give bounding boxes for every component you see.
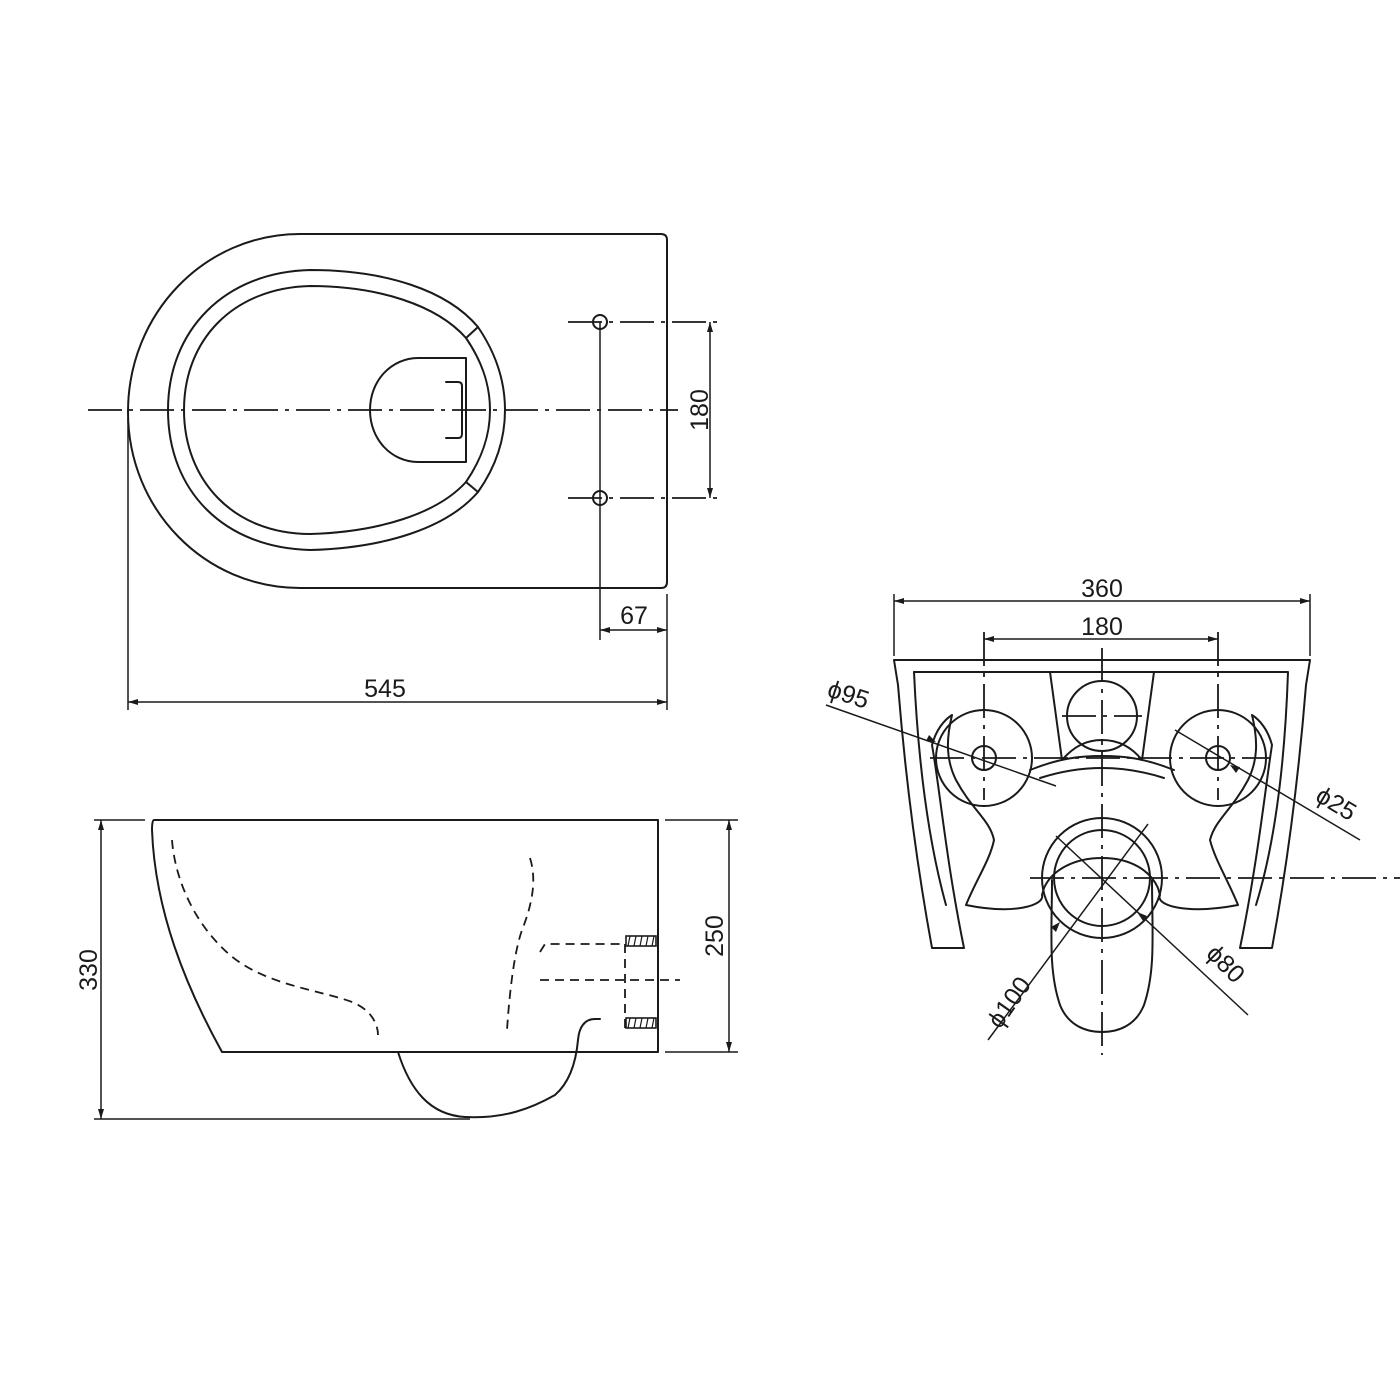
dim-d25-leader <box>1174 729 1361 841</box>
top-view: 180 67 545 <box>88 233 718 710</box>
dim-d80-leader <box>1055 835 1249 1016</box>
dim-d95-leader <box>825 704 1057 787</box>
dim-360-label: 360 <box>1081 575 1123 603</box>
dim-d80-arrow <box>1137 912 1147 921</box>
rear-view: 360 180 ϕ95 ϕ25 ϕ100 ϕ80 <box>824 575 1400 1055</box>
side-view-fixing-bolt-upper <box>625 935 657 947</box>
dim-d100-arrow <box>1051 922 1060 932</box>
dim-d100-leader <box>987 823 1149 1041</box>
rear-view-inner-wall-left <box>913 671 947 906</box>
top-view-rim-end <box>465 326 506 493</box>
rear-view-center-boss <box>1049 671 1155 761</box>
side-view-inlet-connector <box>539 943 680 1028</box>
side-view-inner-bowl <box>171 839 379 1036</box>
side-view-outlet-curve <box>397 1018 601 1119</box>
rear-view-outlet-body <box>1050 879 1154 1033</box>
dim-d95-arrow <box>926 735 936 742</box>
side-view-inlet-path <box>506 857 535 1031</box>
dim-67-label: 67 <box>620 602 648 630</box>
dim-250-label: 250 <box>701 915 729 957</box>
side-view: 330 250 <box>75 819 738 1120</box>
top-view-outline <box>127 233 668 589</box>
dim-d80-label: ϕ80 <box>1201 939 1250 988</box>
side-view-fixing-bolt-lower <box>625 1017 657 1029</box>
top-view-outlet-shape <box>369 357 467 463</box>
dim-330-label: 330 <box>75 949 103 991</box>
dim-d100-label: ϕ100 <box>982 972 1037 1034</box>
rear-view-inner-wall <box>913 671 1289 906</box>
dim-d95-label: ϕ95 <box>824 675 872 715</box>
dim-180-rear-label: 180 <box>1081 613 1123 641</box>
dim-d25-arrow <box>1230 765 1240 773</box>
dim-545-label: 545 <box>364 675 406 703</box>
dim-d25-label: ϕ25 <box>1311 781 1361 827</box>
dim-180-top-label: 180 <box>686 389 714 431</box>
side-view-outline <box>151 819 659 1053</box>
